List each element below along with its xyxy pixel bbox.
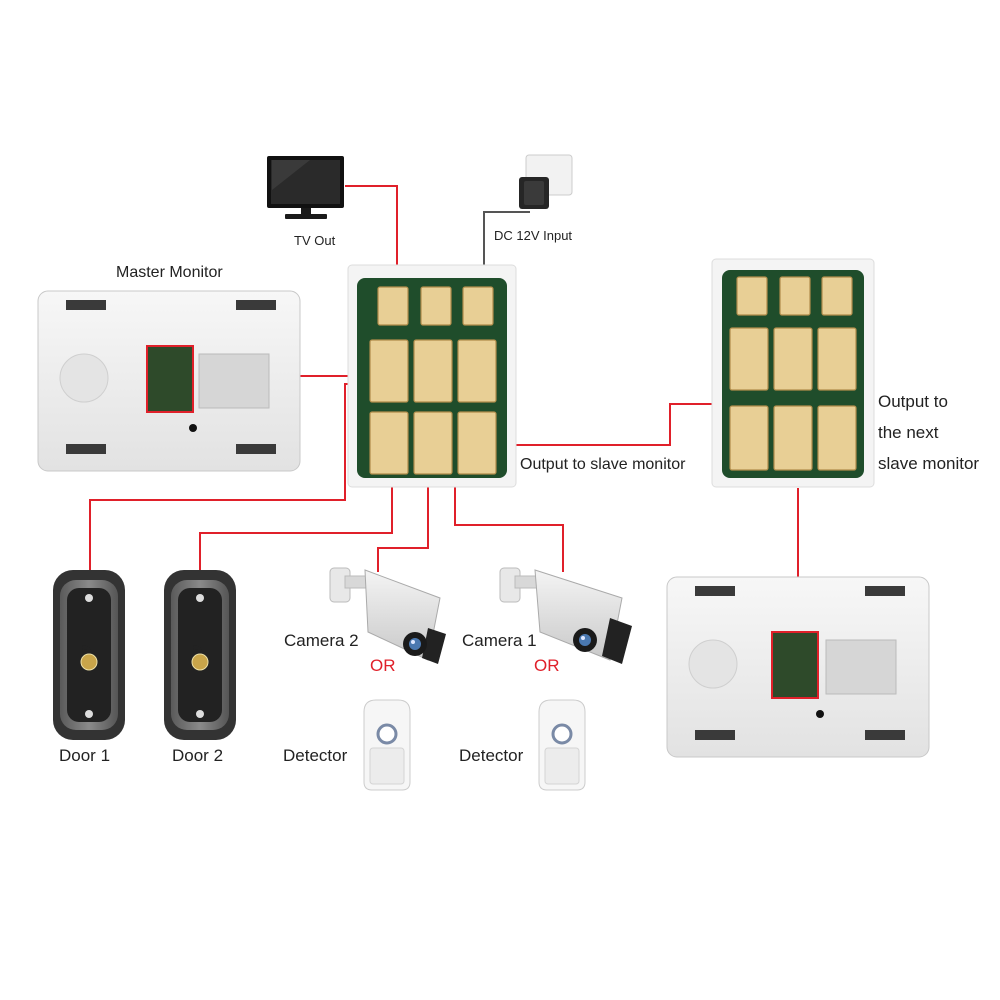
camera2-label: Camera 2 (284, 631, 359, 650)
vent-grille-icon (66, 300, 276, 454)
door2-label: Door 2 (172, 746, 223, 765)
door1-label: Door 1 (59, 746, 110, 765)
wire-dc-input (483, 211, 530, 290)
speaker-icon (59, 353, 109, 403)
output-next-line2: the next (878, 423, 939, 442)
main-connector-board (347, 264, 517, 488)
connector-b2-1 (736, 276, 768, 316)
connector-mid (413, 339, 453, 403)
connector-b2-8 (773, 405, 813, 471)
connector-dc (462, 286, 494, 326)
camera-lens-icon (85, 594, 93, 602)
camera2-bullet-camera-icon (329, 567, 446, 664)
connector-slave (457, 411, 497, 475)
slave-spec-label (825, 639, 897, 695)
vent-grille-icon (695, 586, 905, 740)
or-label-left: OR (370, 656, 396, 675)
detector-right-motion-detector-icon (538, 699, 586, 791)
screw-hole-icon (816, 710, 824, 718)
power-adapter-icon (519, 154, 573, 209)
wire-tv-out (345, 185, 398, 290)
slave-connector-board (711, 258, 875, 488)
connector-b2-4 (729, 327, 769, 391)
connector-tv (377, 286, 409, 326)
master-monitor-label: Master Monitor (116, 264, 223, 281)
master-monitor (37, 290, 301, 472)
slave-monitor (666, 576, 930, 758)
detector-left-label: Detector (283, 746, 348, 765)
connector-b2-7 (729, 405, 769, 471)
connector-b2-2 (779, 276, 811, 316)
slave-port-block (771, 631, 819, 699)
camera1-label: Camera 1 (462, 631, 537, 650)
detector-left-motion-detector-icon (363, 699, 411, 791)
wire-camera2 (377, 435, 429, 572)
call-button-icon (191, 653, 209, 671)
connector-b2-3 (821, 276, 853, 316)
master-spec-label (198, 353, 270, 409)
output-next-line3: slave monitor (878, 454, 979, 473)
output-next-line1: Output to (878, 392, 948, 411)
tv-icon (267, 156, 344, 219)
speaker-icon (688, 639, 738, 689)
connector-b2-6 (817, 327, 857, 391)
call-label: CALL (192, 645, 210, 652)
call-button-icon (80, 653, 98, 671)
tv-out-label: TV Out (294, 233, 336, 248)
camera1-bullet-camera-icon (499, 567, 632, 664)
door2-station: CALL (164, 570, 236, 740)
connector-cam2 (413, 411, 453, 475)
screw-icon (85, 710, 93, 718)
connector-cam1 (457, 339, 497, 403)
door1-station: CALL (53, 570, 125, 740)
dc-input-label: DC 12V Input (494, 228, 572, 243)
master-port-block (146, 345, 194, 413)
screw-icon (196, 710, 204, 718)
detector-right-label: Detector (459, 746, 524, 765)
connector-master (369, 339, 409, 403)
connector-b2-9 (817, 405, 857, 471)
camera-lens-icon (196, 594, 204, 602)
call-label: CALL (81, 645, 99, 652)
connector-door2 (369, 411, 409, 475)
or-label-right: OR (534, 656, 560, 675)
connector-center-top (420, 286, 452, 326)
connector-b2-5 (773, 327, 813, 391)
screw-hole-icon (189, 424, 197, 432)
output-slave-label: Output to slave monitor (520, 456, 686, 473)
